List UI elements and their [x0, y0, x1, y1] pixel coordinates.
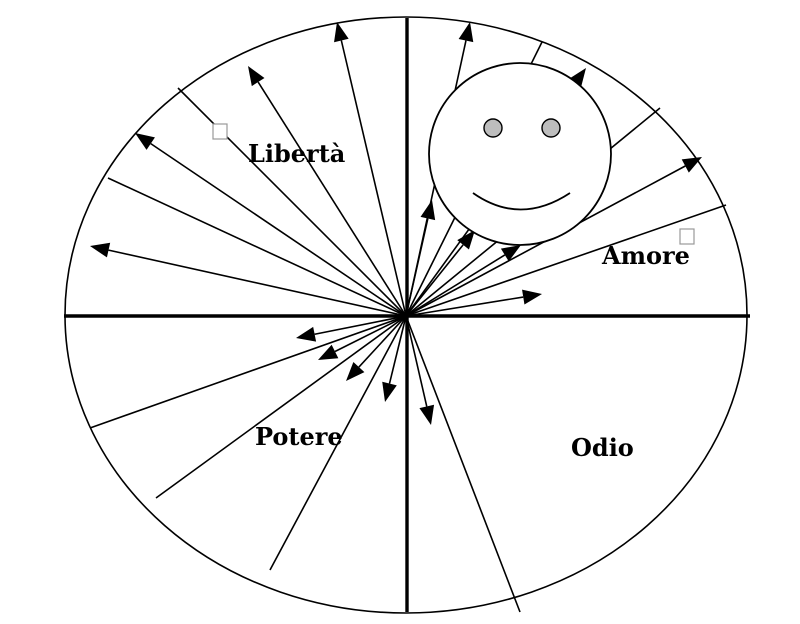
arrowhead [135, 133, 155, 150]
arrow [135, 133, 407, 317]
arrow-shaft [108, 249, 407, 317]
arrowhead [420, 200, 436, 221]
arrow-shaft [405, 296, 524, 317]
arrowhead [457, 230, 475, 250]
arrow-shaft [314, 315, 407, 336]
smile-mouth [472, 192, 571, 211]
arrowhead [568, 68, 586, 88]
left-eye [483, 118, 503, 138]
arrow-shaft [388, 315, 407, 384]
arrow [405, 315, 435, 425]
arrow [405, 230, 475, 317]
arrow [405, 289, 542, 317]
arrow [405, 200, 436, 317]
sector-line [269, 315, 407, 571]
label-odio: Odio [571, 433, 634, 462]
arrowhead [681, 157, 702, 173]
label-liberta: Libertà [248, 139, 345, 168]
arrowhead [458, 22, 474, 43]
arrow [346, 315, 407, 381]
arrowhead [500, 245, 521, 262]
arrowhead [296, 326, 317, 342]
sector-line [89, 315, 407, 429]
arrow [248, 66, 407, 317]
arrow-shaft [405, 315, 428, 407]
sector-line [107, 177, 407, 317]
label-potere: Potere [255, 422, 343, 451]
arrow [296, 315, 407, 342]
sector-line [405, 204, 727, 317]
arrow-shaft [334, 315, 407, 353]
sector-line [177, 87, 407, 317]
arrow [318, 315, 407, 360]
checkbox-marker-icon [679, 228, 695, 245]
arrowhead [90, 242, 111, 258]
sector-line [405, 315, 521, 613]
arrow [334, 22, 407, 317]
checkbox-marker-icon [212, 123, 228, 140]
arrowhead [248, 66, 265, 87]
label-amore: Amore [601, 241, 690, 270]
arrowhead [334, 22, 349, 43]
arrow-shaft [405, 254, 506, 317]
arrowhead [346, 361, 365, 381]
smiley-face-icon [428, 62, 612, 246]
arrowhead [419, 404, 435, 425]
arrow-shaft [358, 315, 407, 368]
arrow-shaft [150, 142, 407, 317]
sector-line [155, 315, 407, 499]
vector-arrows [90, 22, 702, 425]
right-eye [541, 118, 561, 138]
arrow [90, 242, 407, 317]
arrowhead [318, 344, 339, 360]
arrow-shaft [340, 40, 407, 317]
arrow-shaft [405, 244, 464, 317]
arrow [382, 315, 407, 402]
arrow-shaft [257, 81, 407, 317]
arrowhead [522, 289, 542, 305]
arrowhead [382, 381, 397, 402]
arrow-shaft [405, 218, 429, 317]
arrow [405, 245, 521, 317]
